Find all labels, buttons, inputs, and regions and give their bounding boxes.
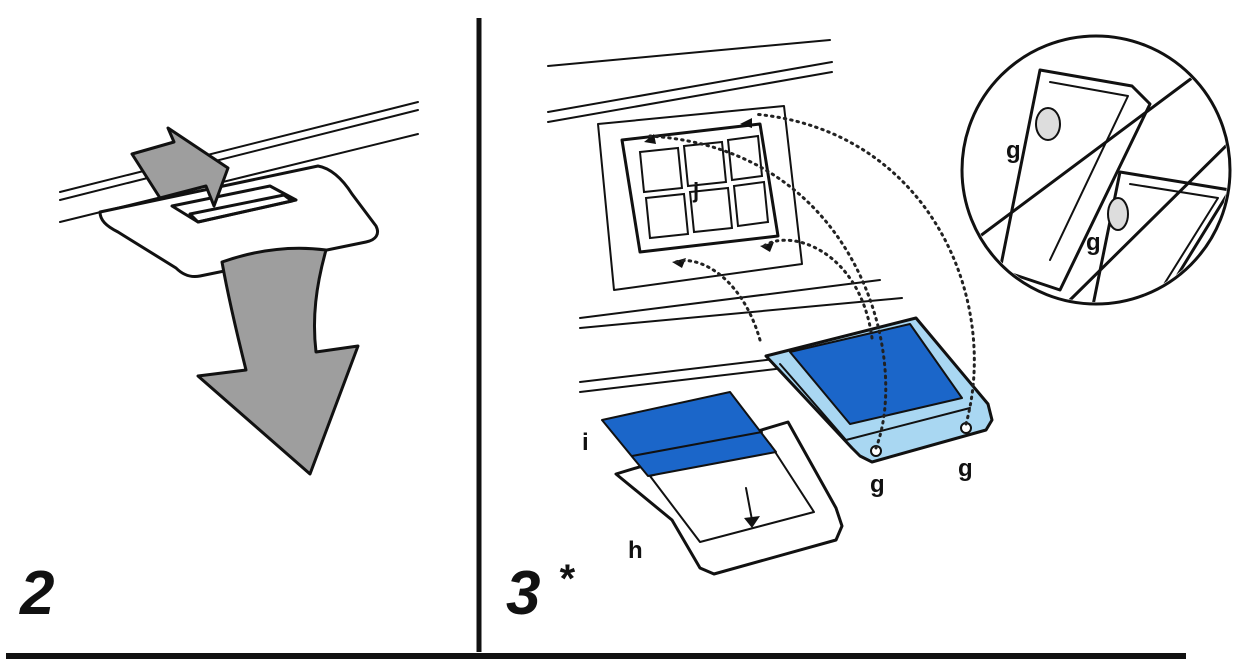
detail-callout-g-bottom: g bbox=[1086, 229, 1101, 256]
detail-magnifier: g g bbox=[960, 34, 1232, 306]
callout-g-left: g bbox=[870, 471, 885, 498]
optional-step-marker: * bbox=[558, 557, 576, 601]
step-2-number: 2 bbox=[19, 559, 54, 628]
step-2-panel: 2 bbox=[19, 101, 419, 628]
insertion-guide-arcs bbox=[648, 112, 976, 450]
step-3-number: 3 bbox=[506, 559, 540, 628]
filter-mounting-plate: j bbox=[597, 105, 803, 291]
callout-j: j bbox=[692, 178, 699, 203]
step-3-panel: j g g h i bbox=[506, 34, 1232, 628]
pull-down-arrow bbox=[196, 246, 360, 476]
filter-mat: i bbox=[582, 391, 777, 477]
callout-g-right: g bbox=[958, 455, 973, 482]
carbon-filter-tray: g g bbox=[764, 316, 994, 498]
grease-filter-panel bbox=[98, 164, 380, 278]
release-latch bbox=[170, 184, 298, 224]
callout-i: i bbox=[582, 429, 589, 456]
press-arrow bbox=[130, 126, 230, 208]
callout-h: h bbox=[628, 537, 643, 564]
detail-callout-g-top: g bbox=[1006, 137, 1021, 164]
